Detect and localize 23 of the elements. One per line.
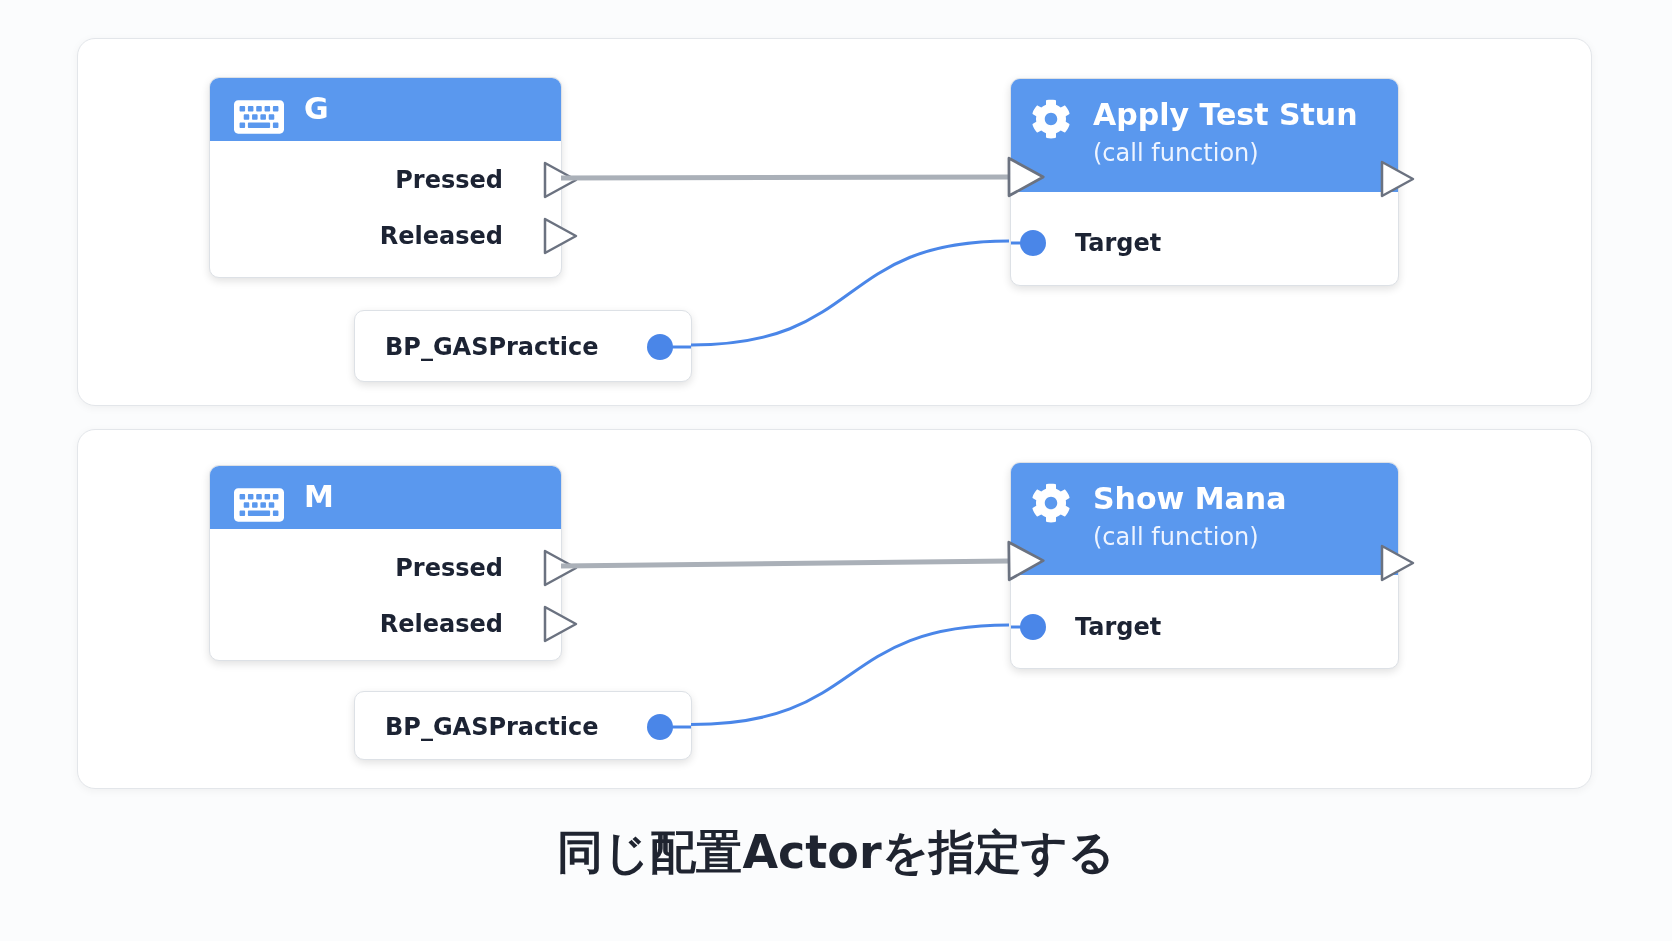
pin-label: Pressed xyxy=(395,165,503,195)
pin-label: Released xyxy=(379,609,503,639)
group-panel xyxy=(77,38,1592,406)
pin-label: Target xyxy=(1075,228,1162,258)
function-title: Show Mana xyxy=(1093,481,1287,516)
pin-label: Released xyxy=(379,221,503,251)
data-wire xyxy=(690,623,1010,726)
variable-node xyxy=(354,310,692,382)
pin-label: Pressed xyxy=(395,553,503,583)
function-title: Apply Test Stun xyxy=(1093,97,1358,132)
variable-node xyxy=(354,691,692,760)
data-wire xyxy=(690,239,1010,347)
function-subtitle: (call function) xyxy=(1093,139,1259,167)
variable-label: BP_GASPractice xyxy=(385,332,599,362)
event-title: M xyxy=(304,479,334,514)
execution-wire xyxy=(561,156,1045,198)
execution-wire xyxy=(560,540,1045,582)
event-title: G xyxy=(304,91,329,126)
variable-label: BP_GASPractice xyxy=(385,711,599,742)
function-subtitle: (call function) xyxy=(1093,523,1259,551)
pin-label: Target xyxy=(1075,612,1162,642)
group-panel xyxy=(77,429,1592,789)
diagram-title: 同じ配置Actorを指定する xyxy=(557,824,1115,881)
